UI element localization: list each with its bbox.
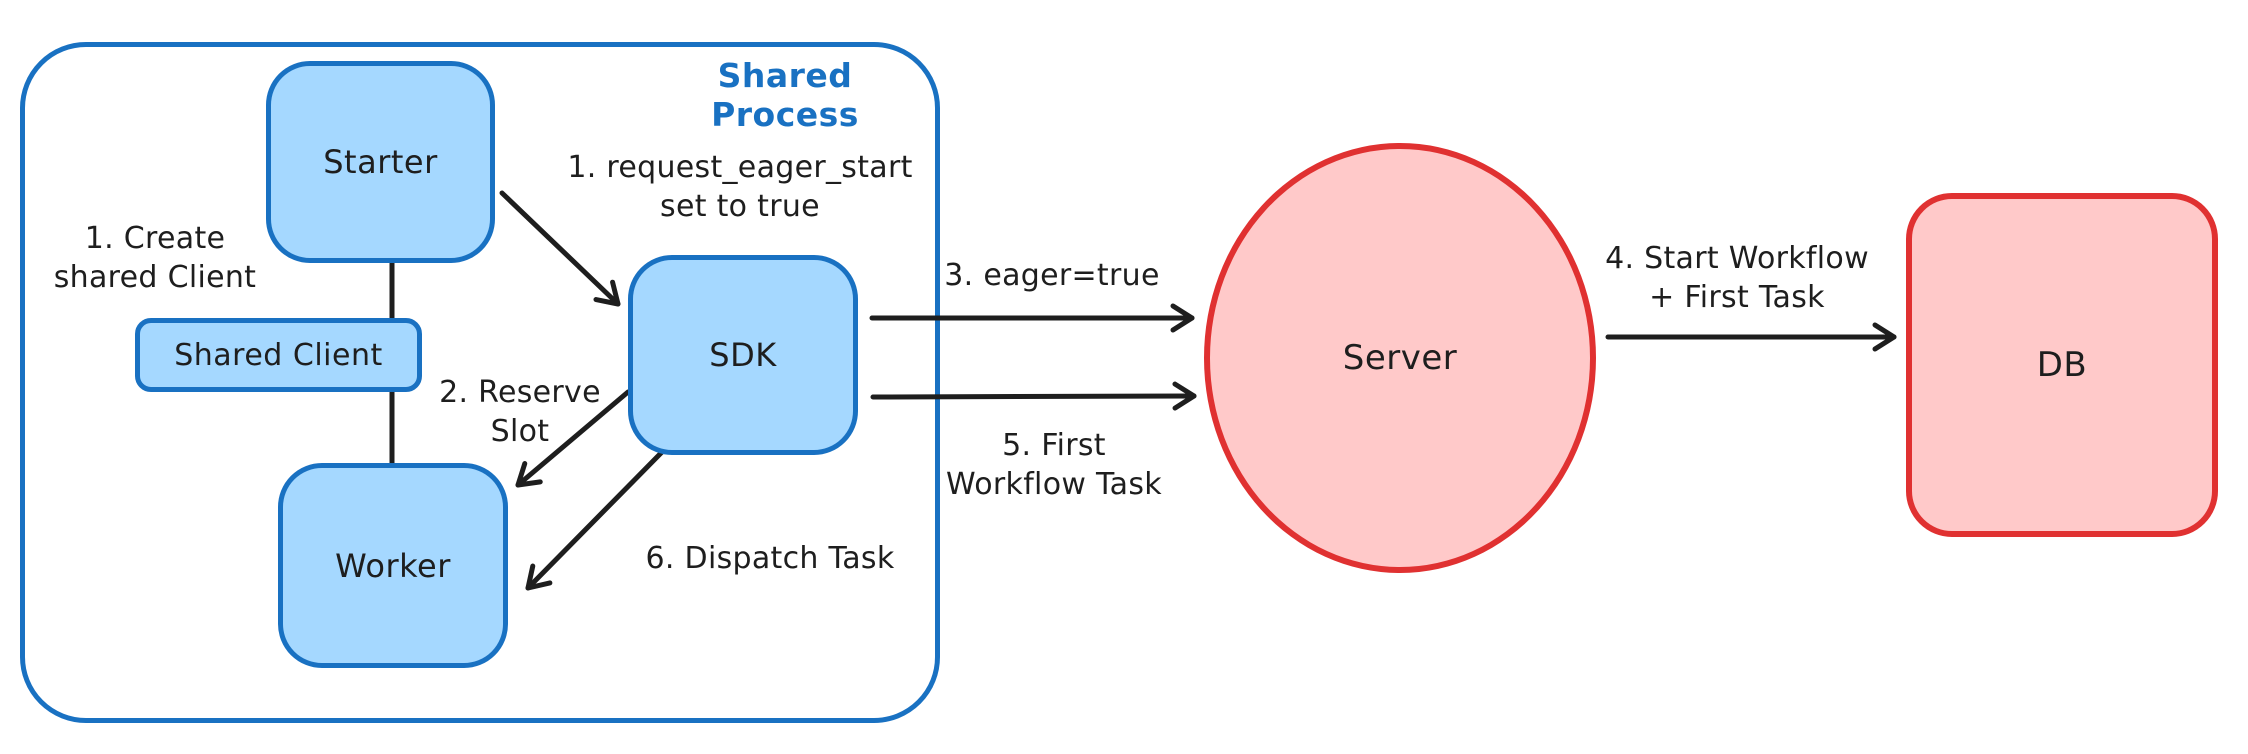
node-starter-label: Starter [323,143,438,181]
annotation-reserve-slot: 2. Reserve Slot [439,375,601,449]
annotation-first-workflow-task: 5. First Workflow Task [946,428,1162,502]
arrow-sdk-to-server-first-task [870,381,1197,411]
shared-process-container [20,42,940,723]
node-shared-client: Shared Client [135,318,422,392]
annotation-start-workflow-first-task: 4. Start Workflow + First Task [1605,241,1869,315]
annotation-request-eager-start: 1. request_eager_start set to true [567,150,913,224]
node-server-label: Server [1342,338,1458,378]
annotation-create-shared-client: 1. Create shared Client [53,221,257,295]
node-sdk: SDK [628,255,858,455]
annotation-dispatch-task: 6. Dispatch Task [645,541,895,576]
node-worker: Worker [278,463,508,668]
node-server: Server [1204,143,1596,573]
arrow-sdk-to-worker-dispatch [525,449,665,591]
node-worker-label: Worker [335,546,451,585]
arrow-sdk-to-worker-reserve [515,389,631,488]
node-db: DB [1906,193,2218,537]
shared-process-label: Shared Process [711,56,859,134]
node-db-label: DB [2036,345,2088,385]
node-sdk-label: SDK [709,336,777,374]
node-starter: Starter [266,61,495,263]
node-shared-client-label: Shared Client [174,337,383,373]
arrow-starter-to-sdk [499,190,621,307]
annotation-eager-true: 3. eager=true [944,258,1160,293]
